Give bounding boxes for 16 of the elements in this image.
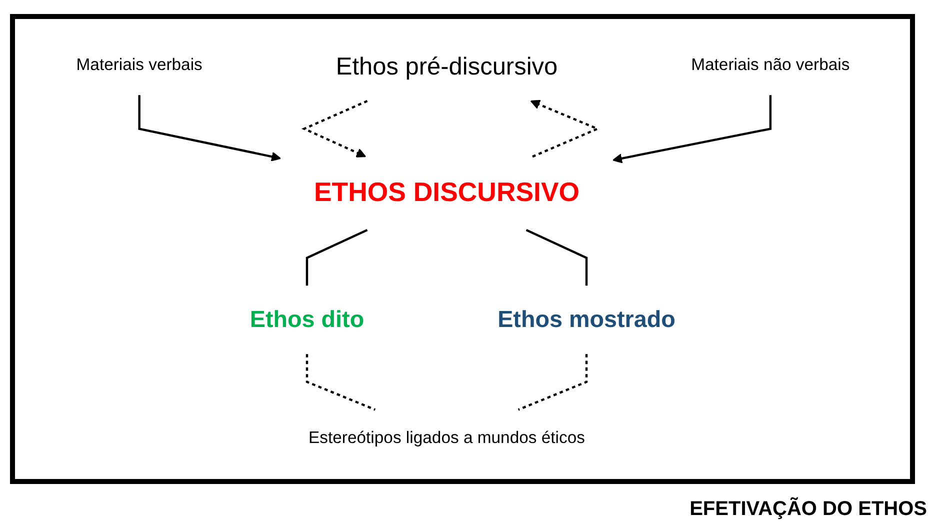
connector [305, 354, 376, 410]
node-text: ETHOS DISCURSIVO [313, 177, 580, 208]
node-text: Materiais verbais [76, 55, 202, 74]
node-text: Ethos mostrado [497, 306, 675, 332]
node-text: Estereótipos ligados a mundos éticos [308, 428, 584, 448]
arrow [612, 94, 772, 163]
node-text: Ethos pré-discursivo [335, 52, 558, 80]
connector [525, 228, 588, 286]
arrow [300, 99, 368, 157]
node-text: Ethos dito [249, 306, 364, 332]
connector [305, 228, 368, 286]
node-text: Materiais não verbais [690, 55, 850, 74]
arrow [138, 94, 281, 161]
connector [517, 354, 588, 410]
arrow [530, 99, 600, 158]
caption: EFETIVAÇÃO DO ETHOS [690, 498, 927, 521]
